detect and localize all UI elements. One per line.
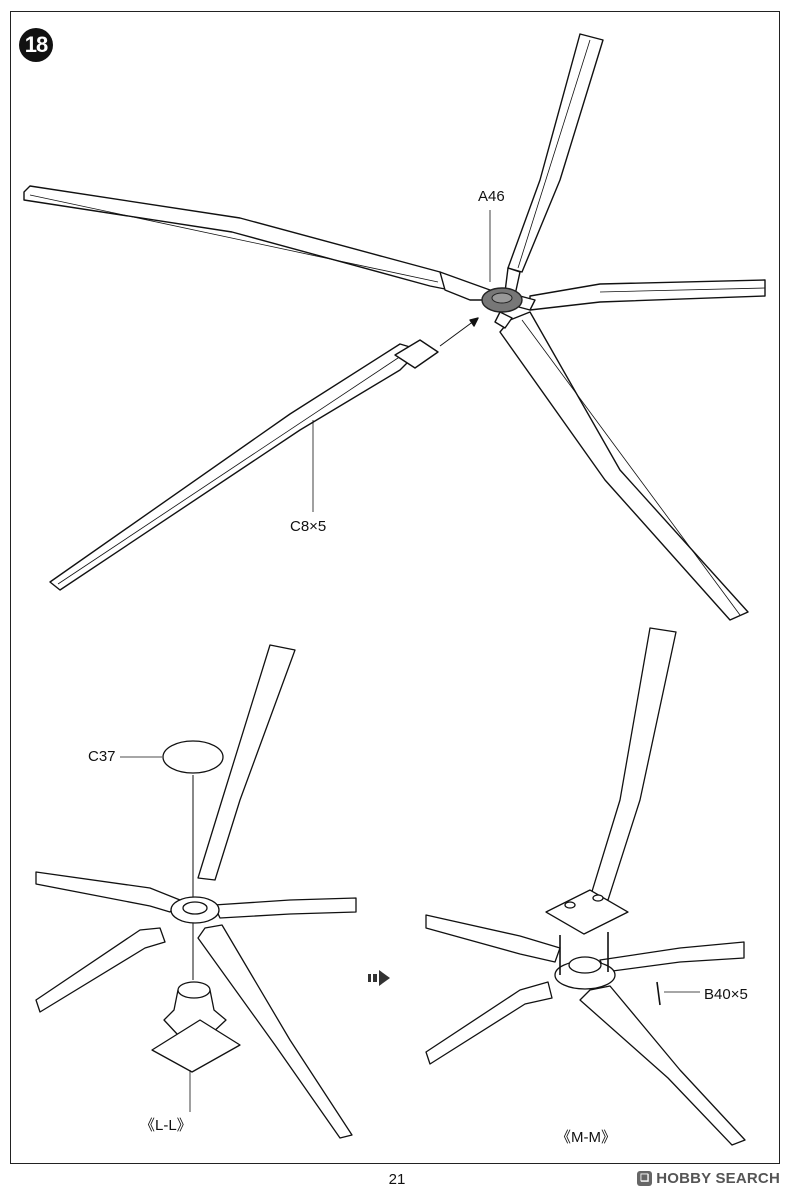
blade-upper-left: [23, 185, 451, 291]
blade-right: [529, 279, 766, 311]
view-label-left: 《L-L》: [140, 1117, 192, 1134]
watermark-text: HOBBY SEARCH: [656, 1170, 780, 1187]
blade-top: [507, 33, 604, 273]
page-number: 21: [388, 1171, 406, 1188]
watermark-logo-icon: ❏: [637, 1171, 653, 1186]
arrow-right-icon: [368, 970, 390, 986]
blade-lower-left: [49, 343, 421, 591]
page-frame: [10, 11, 780, 1164]
label-bolt-part: B40×5: [704, 986, 748, 1003]
watermark: ❏ HOBBY SEARCH: [637, 1170, 780, 1187]
label-cap-part: C37: [88, 748, 116, 765]
label-blade-part: C8×5: [290, 518, 327, 535]
view-m-drawing: [425, 627, 746, 1146]
label-hub-part: A46: [478, 188, 505, 205]
step-number-badge: 18: [19, 28, 53, 62]
view-l-drawing: [35, 644, 357, 1139]
view-label-right: 《M-M》: [556, 1129, 616, 1146]
blade-lower-right: [499, 311, 749, 621]
